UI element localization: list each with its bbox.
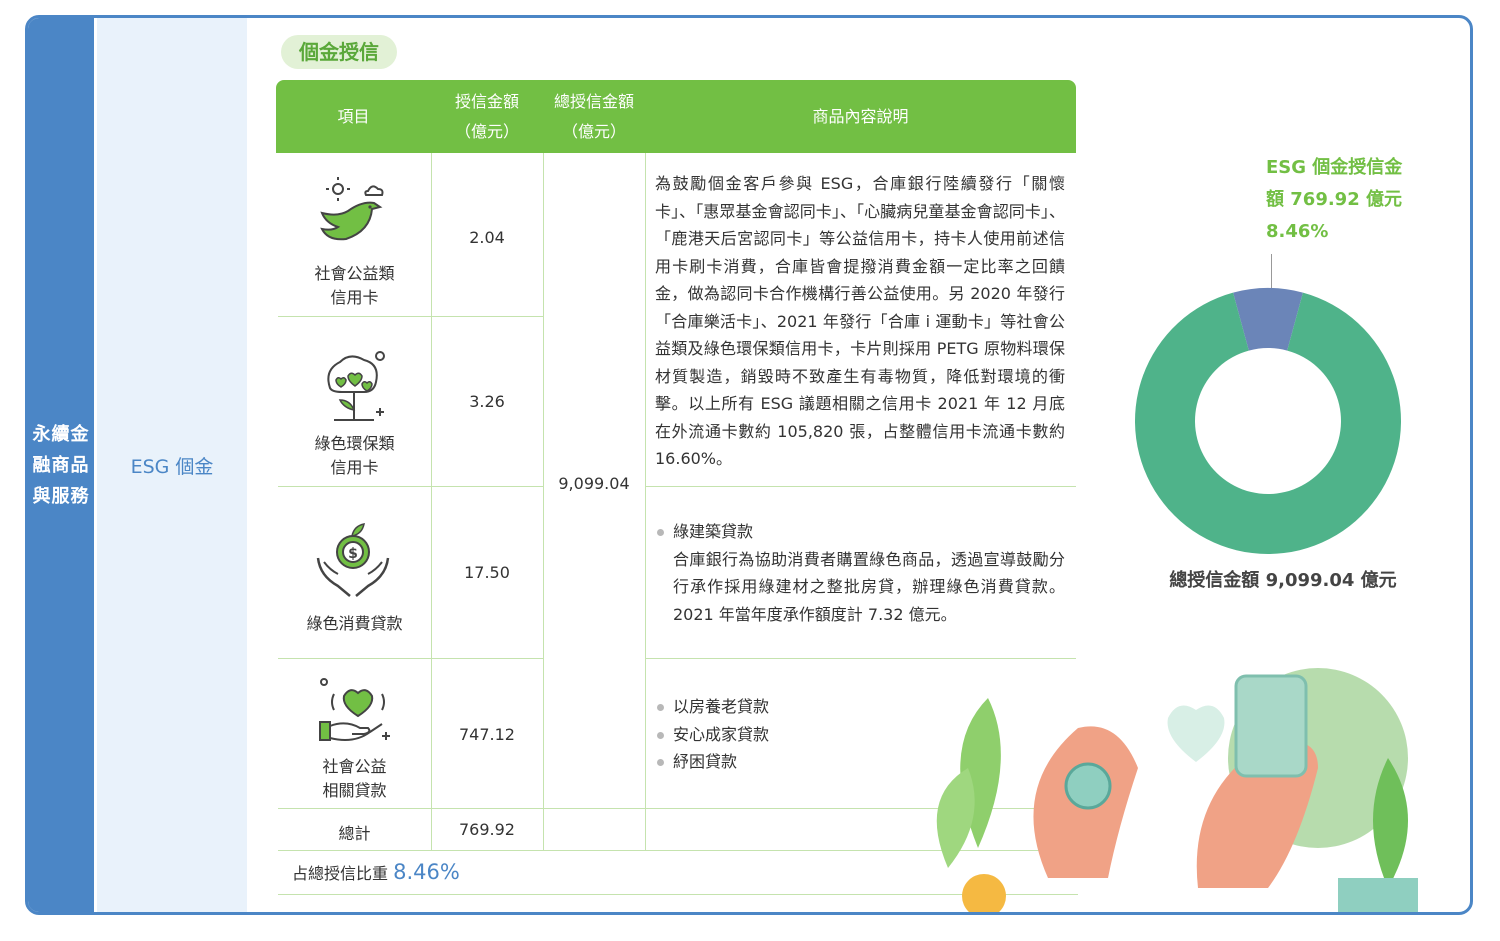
- green-loan-description: 綠建築貸款 合庫銀行為協助消費者購置綠色商品，透過宣導鼓勵分行承作採用綠建材之整…: [655, 518, 1065, 628]
- coin-shape: [962, 874, 1006, 912]
- row-name-social-card: 社會公益類信用卡: [314, 264, 395, 307]
- leaf-shape: [936, 768, 975, 868]
- hand-heart-icon: [319, 678, 390, 741]
- row-value-social-loan: 747.12: [459, 725, 515, 744]
- header-total-credit: 總授信金額（億元）: [553, 91, 634, 141]
- ratio-value: 8.46%: [393, 860, 460, 884]
- total-credit-value: 9,099.04: [558, 474, 630, 493]
- category-column: 永續金 融商品 與服務: [28, 18, 94, 912]
- donut-chart: [1135, 288, 1401, 554]
- ratio-label: 占總授信比重: [292, 864, 389, 883]
- category-line: 永續金: [32, 423, 90, 445]
- hand-shape: [1196, 741, 1318, 888]
- subcategory-label: ESG 個金: [130, 455, 214, 478]
- credit-card-description: 為鼓勵個金客戶參與 ESG，合庫銀行陸續發行「關懷卡」、「惠眾基金會認同卡」、「…: [655, 174, 1065, 468]
- green-loan-text: 合庫銀行為協助消費者購置綠色商品，透過宣導鼓勵分行承作採用綠建材之整批房貸，辦理…: [673, 549, 1065, 624]
- donut-annotation: ESG 個金授信金 額 769.92 億元 8.46%: [1266, 157, 1403, 242]
- header-description: 商品內容說明: [812, 106, 909, 126]
- row-name-green-card: 綠色環保類信用卡: [314, 434, 395, 477]
- row-name-green-loan: 綠色消費貸款: [306, 614, 403, 633]
- total-row-label: 總計: [338, 824, 371, 843]
- coin-shape: [1064, 762, 1112, 810]
- total-row-value: 769.92: [459, 820, 515, 839]
- row-value-green-loan: 17.50: [464, 563, 510, 582]
- row-value-green-card: 3.26: [469, 392, 505, 411]
- box-shape: [1338, 878, 1418, 912]
- donut-slice-other: [1135, 292, 1401, 554]
- svg-text:$: $: [348, 546, 358, 562]
- illustration: [936, 668, 1418, 912]
- row-value-social-card: 2.04: [469, 228, 505, 247]
- section-title: 個金授信: [281, 35, 397, 69]
- table-header: 項目 授信金額（億元） 總授信金額（億元） 商品內容說明: [276, 80, 1076, 153]
- donut-slice-esg: [1233, 288, 1303, 351]
- list-item: 紓困貸款: [655, 748, 955, 776]
- hands-money-icon: $: [316, 523, 390, 597]
- list-item: 安心成家貸款: [655, 721, 955, 749]
- header-credit-amount: 授信金額（億元）: [454, 91, 519, 141]
- ratio-line: 占總授信比重 8.46%: [292, 860, 460, 884]
- header-item: 項目: [337, 106, 370, 126]
- green-loan-title: 綠建築貸款: [655, 518, 1065, 546]
- page-frame: 永續金 融商品 與服務 ESG 個金 個金授信 項目 授信金額（億元） 總授信金…: [25, 15, 1473, 915]
- subcategory-column: ESG 個金: [97, 18, 247, 912]
- leaf-shape: [1373, 758, 1408, 888]
- annotation-leader-line: [1271, 254, 1272, 292]
- social-loan-list: 以房養老貸款 安心成家貸款 紓困貸款: [655, 693, 955, 776]
- row-name-social-loan: 社會公益相關貸款: [322, 757, 387, 800]
- heart-tree-icon: [327, 351, 385, 421]
- donut-total-label: 總授信金額 9,099.04 億元: [1169, 570, 1397, 591]
- heart-shape: [1167, 705, 1225, 762]
- category-line: 與服務: [32, 485, 90, 507]
- list-item: 以房養老貸款: [655, 693, 955, 721]
- iv-bag-shape: [1234, 674, 1308, 778]
- dove-sun-icon: [320, 177, 384, 241]
- category-line: 融商品: [32, 454, 90, 476]
